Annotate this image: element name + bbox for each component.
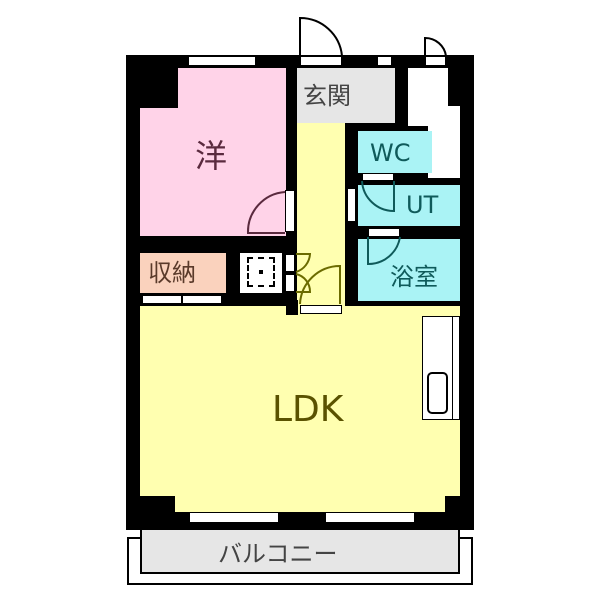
pipe-space [240, 253, 282, 293]
room-storage: 収納 [140, 253, 226, 293]
hall-door-leaf-2 [285, 274, 295, 292]
storage-door-right [182, 295, 222, 304]
ldk-label: LDK [272, 389, 344, 430]
shoe-closet-ext [428, 106, 460, 178]
room-western-ext: 洋 [140, 108, 286, 236]
western-door-leaf [285, 190, 295, 232]
hall-door-leaf-1 [285, 254, 295, 272]
room-bath: 浴室 [358, 239, 460, 301]
entrance-label: 玄関 [303, 82, 351, 110]
window-ldk-left [189, 512, 279, 523]
ut-door-leaf [362, 173, 394, 181]
wc-label: WC [370, 139, 411, 167]
storage-door-left [142, 295, 182, 304]
storage-label: 収納 [148, 259, 196, 287]
hallway [297, 123, 345, 308]
bath-door-leaf [368, 228, 400, 237]
entrance-door-icon [299, 16, 343, 57]
balcony-label: バルコニー [218, 540, 338, 568]
room-ut: UT [358, 185, 460, 226]
room-wc: WC [358, 131, 432, 173]
ldk-top-left-wall [286, 300, 298, 315]
window-small-top [377, 56, 392, 66]
kitchen-sink [427, 372, 448, 414]
window-closet-top [425, 56, 446, 66]
western-room-label: 洋 [195, 137, 228, 175]
kitchen-counter-edge [452, 316, 453, 420]
bath-label: 浴室 [390, 263, 438, 291]
hall-side-leaf [347, 188, 356, 222]
window-western-top [188, 56, 256, 66]
room-ldk-main [175, 306, 445, 512]
balcony: バルコニー [140, 530, 460, 574]
room-entrance: 玄関 [297, 68, 395, 123]
window-entrance-door [300, 56, 342, 66]
ut-label: UT [406, 191, 439, 219]
window-ldk-right [325, 512, 415, 523]
ldk-door-leaf [300, 305, 342, 314]
closet-door-icon [424, 36, 447, 57]
